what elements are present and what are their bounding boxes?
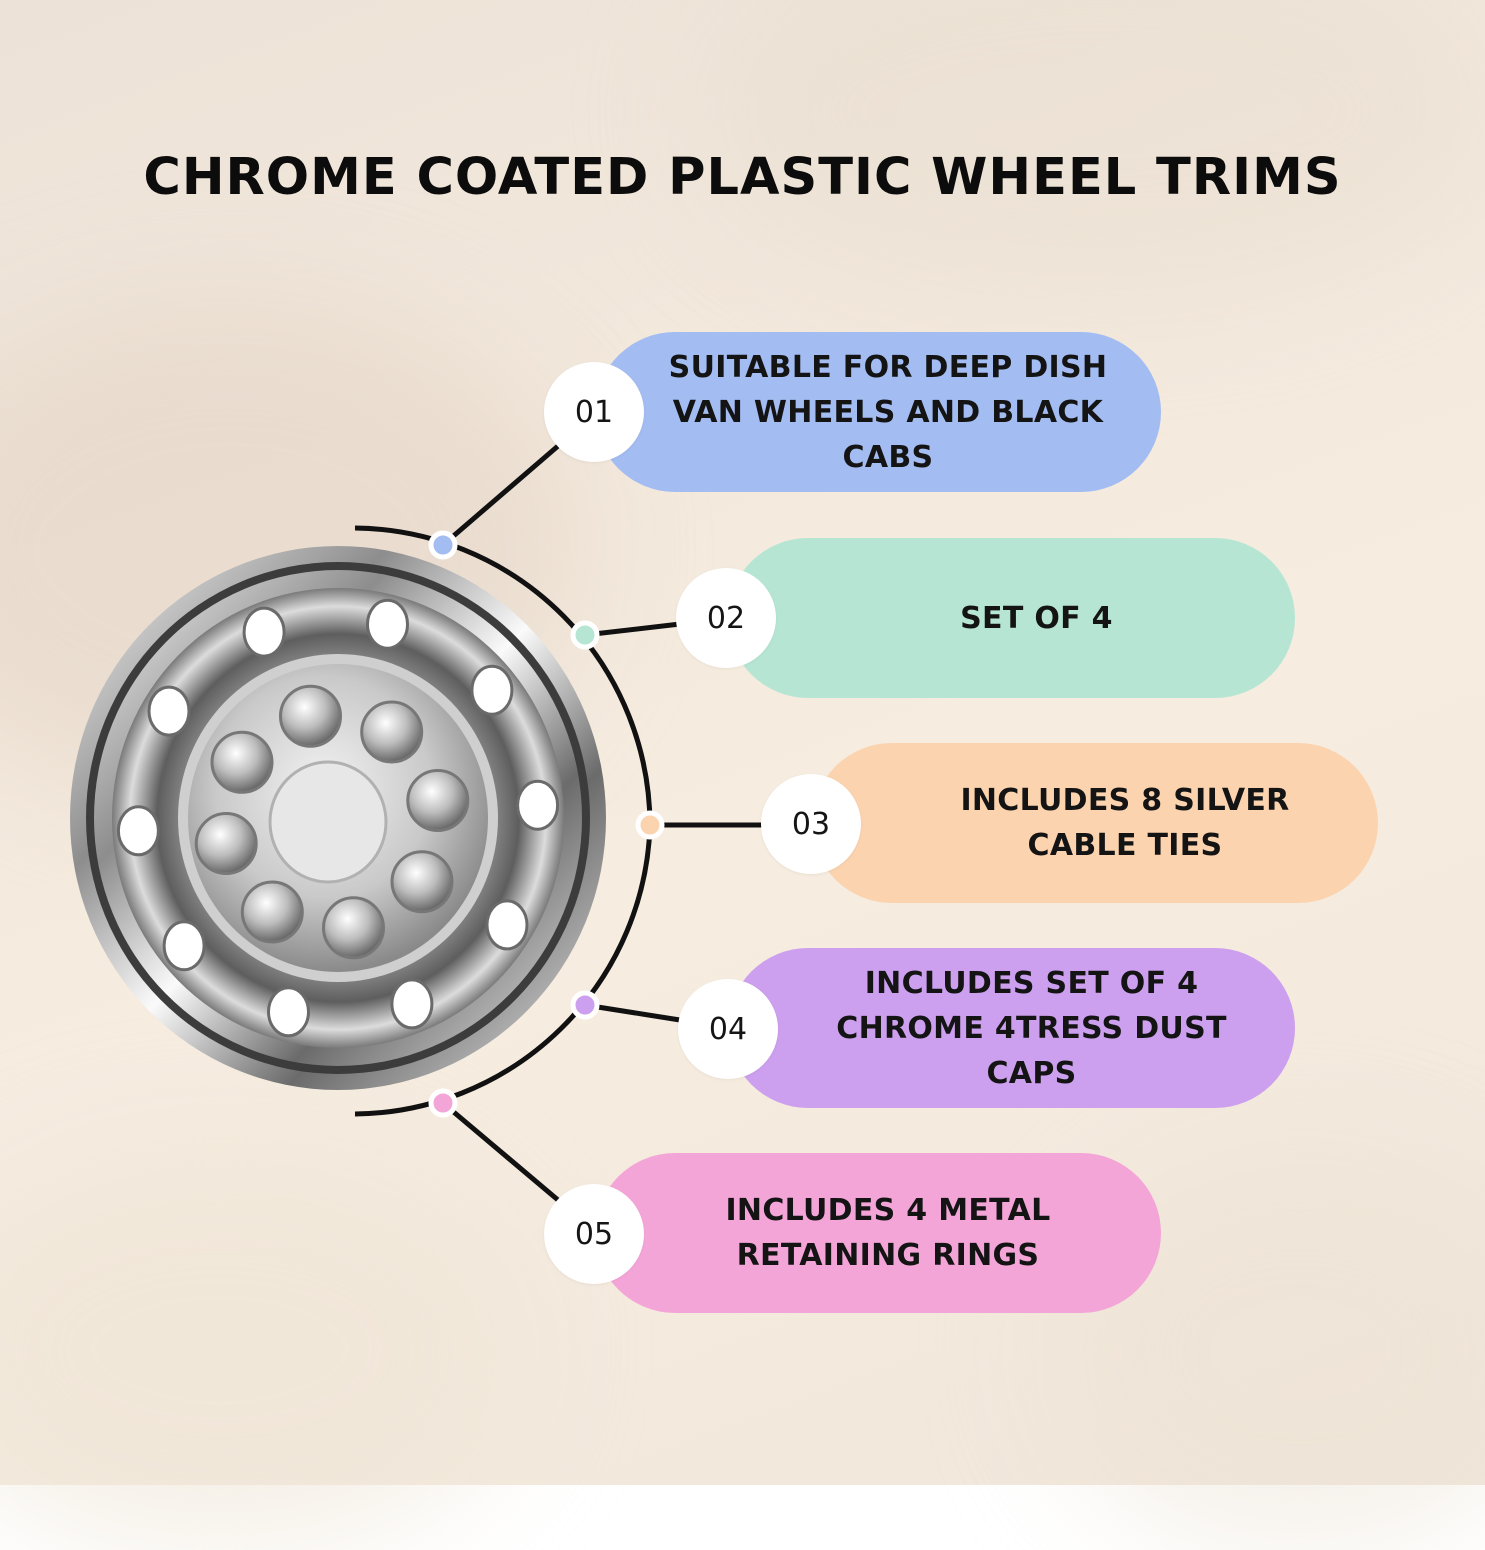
connector-line-05	[441, 1101, 560, 1202]
feature-pill-04: INCLUDES SET OF 4 CHROME 4TRESS DUST CAP…	[728, 948, 1295, 1108]
connector-line-02	[584, 621, 681, 638]
lug-nut-cover	[390, 850, 454, 914]
feature-text-04: INCLUDES SET OF 4 CHROME 4TRESS DUST CAP…	[798, 961, 1265, 1096]
feature-number-05: 05	[544, 1184, 644, 1284]
lug-nut-cover	[240, 880, 304, 944]
feature-number-04: 04	[678, 979, 778, 1079]
lug-nut-cover	[322, 896, 385, 960]
lug-nut-cover	[406, 769, 470, 832]
feature-01-line-2: VAN WHEELS AND BLACK	[672, 394, 1104, 430]
vent-hole	[516, 779, 560, 831]
page-title: CHROME COATED PLASTIC WHEEL TRIMS	[143, 148, 1342, 207]
feature-01-line-3: CABS	[842, 439, 934, 475]
connector-line-04	[584, 1002, 681, 1023]
connector-dot-03	[635, 810, 665, 840]
connector-dot-02	[570, 620, 600, 650]
feature-pill-02: SET OF 4	[728, 538, 1295, 698]
feature-04-line-1: INCLUDES SET OF 4	[864, 965, 1199, 1001]
feature-05-line-1: INCLUDES 4 METAL	[725, 1193, 1051, 1228]
vent-hole	[366, 598, 409, 650]
feature-01-line-1: SUITABLE FOR DEEP DISH	[668, 349, 1108, 385]
wheel-trim	[70, 546, 606, 1090]
connector-dot-05	[428, 1088, 458, 1118]
vent-hole	[242, 606, 286, 658]
feature-pill-05: INCLUDES 4 METAL RETAINING RINGS	[595, 1153, 1161, 1313]
feature-02-line-1: SET OF 4	[960, 600, 1113, 636]
lug-nut-cover	[194, 812, 258, 875]
vent-hole	[390, 978, 434, 1030]
feature-number-01: 01	[544, 362, 644, 462]
vent-hole	[147, 685, 191, 737]
feature-text-01: SUITABLE FOR DEEP DISH VAN WHEELS AND BL…	[669, 345, 1108, 480]
feature-05-line-2: RETAINING RINGS	[736, 1238, 1040, 1273]
vent-hole	[116, 805, 160, 857]
feature-03-line-1: INCLUDES 8 SILVER	[960, 783, 1290, 818]
vent-hole	[267, 986, 310, 1038]
feature-pill-01: SUITABLE FOR DEEP DISH VAN WHEELS AND BL…	[595, 332, 1161, 492]
feature-number-03: 03	[761, 774, 861, 874]
feature-number-02: 02	[676, 568, 776, 668]
connector-line-01	[441, 444, 560, 547]
feature-text-05: INCLUDES 4 METAL RETAINING RINGS	[725, 1188, 1050, 1278]
vent-holes	[116, 598, 560, 1038]
connector-graphic	[354, 444, 762, 1202]
feature-pill-03: INCLUDES 8 SILVER CABLE TIES	[812, 743, 1378, 903]
connector-dot-01	[428, 530, 458, 560]
feature-04-line-2: CHROME 4TRESS DUST CAPS	[836, 1010, 1227, 1091]
vent-hole	[485, 899, 529, 951]
lug-nut-covers	[194, 684, 470, 960]
vent-hole	[470, 664, 514, 716]
wheel-trim-image	[70, 546, 606, 1090]
vent-hole	[162, 920, 206, 972]
feature-text-03: INCLUDES 8 SILVER CABLE TIES	[960, 778, 1289, 868]
lug-nut-cover	[360, 700, 424, 764]
lug-nut-cover	[210, 730, 274, 794]
connector-arc	[354, 525, 653, 1117]
feature-03-line-2: CABLE TIES	[1027, 828, 1223, 863]
feature-text-02: SET OF 4	[960, 596, 1113, 641]
connector-dot-04	[570, 990, 600, 1020]
lug-nut-cover	[279, 684, 342, 748]
